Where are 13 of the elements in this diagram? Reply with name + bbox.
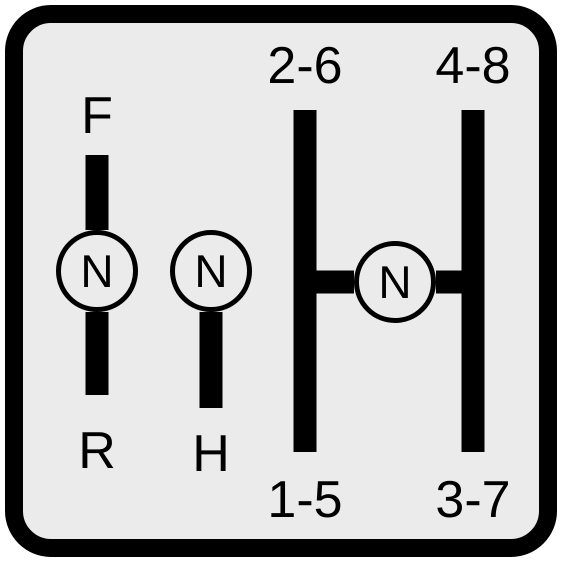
gear-label: F xyxy=(81,90,113,142)
shift-path-bar xyxy=(86,312,108,395)
gear-label: H xyxy=(192,428,230,480)
gear-label: N xyxy=(378,259,412,305)
shift-path-bar xyxy=(86,155,108,230)
gear-label: 3-7 xyxy=(435,474,511,526)
gear-label: 1-5 xyxy=(267,474,343,526)
shift-path-bar xyxy=(200,312,222,408)
gear-label: N xyxy=(194,248,228,294)
gear-label: R xyxy=(78,425,116,477)
gear-label: N xyxy=(80,248,114,294)
gear-label: 4-8 xyxy=(435,40,511,92)
gear-label: 2-6 xyxy=(267,40,343,92)
